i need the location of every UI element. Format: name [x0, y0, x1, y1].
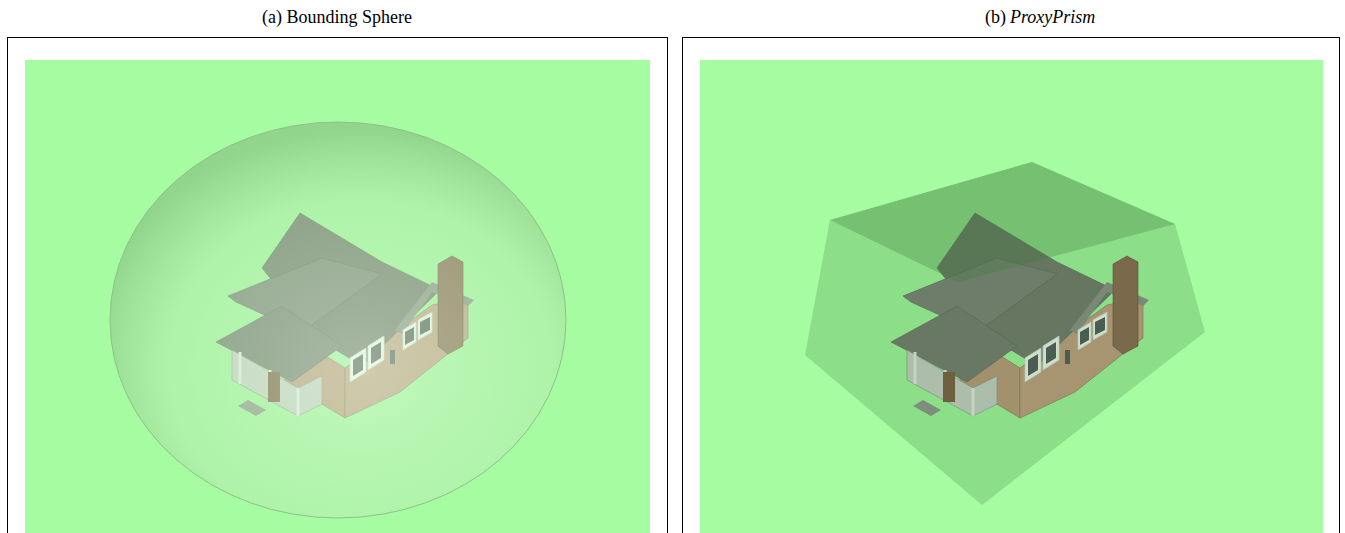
panel-title: ProxyPrism: [1010, 7, 1095, 28]
bounding-sphere: [110, 122, 566, 518]
prism-top-face: [830, 162, 1175, 282]
panel-title: (a) Bounding Sphere: [262, 7, 412, 28]
panel-frame: [8, 38, 668, 533]
scene-background: [700, 60, 1323, 533]
panel-frame: [683, 38, 1340, 533]
scene-background: [25, 60, 650, 533]
proxy-prism: [805, 162, 1205, 505]
panel-title: (b): [985, 7, 1006, 28]
